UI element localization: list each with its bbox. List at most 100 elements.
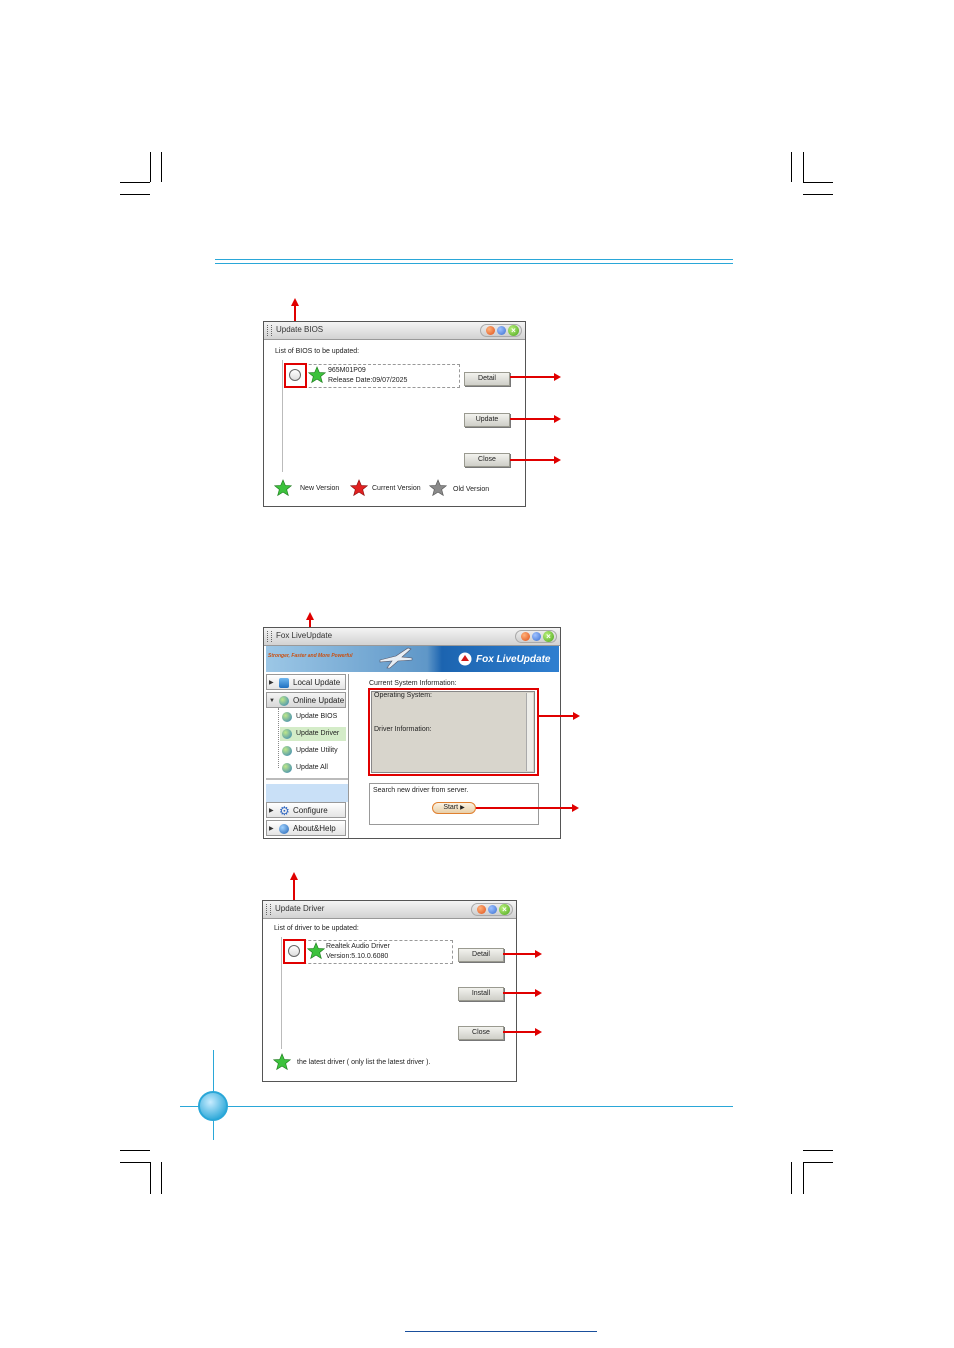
driver-close-annotation-arrow: [503, 1028, 542, 1036]
close-icon[interactable]: ×: [543, 631, 554, 642]
page-circle-icon: [198, 1091, 228, 1121]
start-button-label: Start: [443, 804, 459, 811]
bottom-rule: [405, 1331, 597, 1332]
sidebar-item-about-help[interactable]: ▶ About&Help: [266, 820, 346, 836]
close-icon[interactable]: ×: [508, 325, 519, 336]
legend-new-version: New Version: [300, 485, 340, 492]
minimize-icon[interactable]: [486, 326, 495, 335]
search-panel: Search new driver from server.: [369, 783, 539, 825]
driver-install-button[interactable]: Install: [458, 987, 504, 1001]
gear-icon: ⚙: [279, 804, 290, 818]
plane-icon: [379, 647, 413, 669]
banner-brand: Fox LiveUpdate: [476, 654, 551, 665]
driver-item-name: Realtek Audio Driver: [326, 943, 390, 950]
textarea-scrollbar[interactable]: [526, 693, 533, 771]
minimize-icon[interactable]: [477, 905, 486, 914]
current-version-star-icon: [350, 479, 368, 497]
new-version-legend-star-icon: [274, 479, 292, 497]
local-update-icon: [279, 678, 289, 688]
legend-latest-driver: the latest driver ( only list the latest…: [297, 1059, 431, 1066]
sidebar-subitem-update-driver[interactable]: Update Driver: [296, 730, 340, 737]
bios-tree-line: [282, 360, 283, 472]
maximize-icon[interactable]: [488, 905, 497, 914]
update-driver-icon: [282, 729, 292, 739]
bios-close-annotation-arrow: [510, 456, 561, 464]
driver-info-label: Driver Information:: [374, 726, 432, 733]
play-icon: ▶: [460, 805, 465, 811]
grip-icon: [267, 325, 272, 336]
bios-update-annotation-arrow: [510, 415, 561, 423]
expand-arrow-icon: ▶: [269, 826, 274, 832]
sidebar-subitem-highlight: [280, 727, 346, 741]
driver-detail-annotation-arrow: [503, 950, 542, 958]
bios-detail-button[interactable]: Detail: [464, 372, 510, 386]
system-info-label: Current System Information:: [369, 680, 457, 687]
liveupdate-window-title: Fox LiveUpdate: [276, 631, 333, 640]
sidebar-item-configure[interactable]: ▶ ⚙ Configure: [266, 802, 346, 818]
system-info-textarea[interactable]: Operating System: Driver Information:: [371, 691, 535, 773]
bios-close-button[interactable]: Close: [464, 453, 510, 467]
driver-install-annotation-arrow: [503, 989, 542, 997]
maximize-icon[interactable]: [532, 632, 541, 641]
update-driver-window: Update Driver × List of driver to be upd…: [262, 900, 517, 1082]
bios-list-label: List of BIOS to be updated:: [275, 348, 360, 355]
grip-icon: [267, 631, 272, 642]
system-info-annotation-arrow: [537, 712, 580, 720]
expand-arrow-icon: ▶: [269, 680, 274, 686]
driver-close-button[interactable]: Close: [458, 1026, 504, 1040]
bios-item-release: Release Date:09/07/2025: [328, 377, 408, 384]
sidebar: ▶ Local Update ▼ Online Update Update BI…: [266, 674, 349, 838]
help-icon: [279, 824, 289, 834]
driver-list-label: List of driver to be updated:: [274, 925, 359, 932]
update-utility-icon: [282, 746, 292, 756]
latest-driver-legend-star-icon: [273, 1053, 291, 1071]
sidebar-item-label: About&Help: [293, 824, 336, 833]
bios-window-title: Update BIOS: [276, 325, 324, 334]
driver-select-radio[interactable]: [288, 945, 300, 957]
driver-detail-button[interactable]: Detail: [458, 948, 504, 962]
bios-item-name: 965M01P09: [328, 367, 366, 374]
sidebar-item-label: Configure: [293, 806, 328, 815]
system-info-highlight: [368, 688, 539, 776]
maximize-icon[interactable]: [497, 326, 506, 335]
legend-old-version: Old Version: [453, 486, 490, 493]
old-version-star-icon: [429, 479, 447, 497]
update-bios-window: Update BIOS × List of BIOS to be updated…: [263, 321, 526, 507]
sidebar-subitem-update-bios[interactable]: Update BIOS: [296, 713, 338, 720]
update-bios-icon: [282, 712, 292, 722]
driver-titlebar: Update Driver ×: [263, 901, 516, 919]
search-label: Search new driver from server.: [373, 787, 469, 794]
fox-liveupdate-window: Fox LiveUpdate × Stronger, Faster and Mo…: [263, 627, 561, 839]
bios-radio-highlight: [284, 363, 307, 388]
sidebar-item-local-update[interactable]: ▶ Local Update: [266, 674, 346, 690]
bios-detail-annotation-arrow: [510, 373, 561, 381]
legend-current-version: Current Version: [372, 485, 421, 492]
sidebar-subitem-update-utility[interactable]: Update Utility: [296, 747, 338, 754]
bios-update-button[interactable]: Update: [464, 413, 510, 427]
online-update-globe-icon: [279, 696, 289, 706]
start-annotation-arrow: [476, 804, 579, 812]
driver-window-title: Update Driver: [275, 904, 325, 913]
bios-select-radio[interactable]: [289, 369, 301, 381]
sidebar-item-label: Local Update: [293, 678, 341, 687]
driver-item-version: Version:5.10.0.6080: [326, 953, 389, 960]
sidebar-item-online-update[interactable]: ▼ Online Update: [266, 692, 346, 708]
sidebar-subitem-update-all[interactable]: Update All: [296, 764, 328, 771]
sidebar-empty-area: [266, 784, 348, 802]
banner-slogan: Stronger, Faster and More Powerful: [268, 653, 353, 659]
sidebar-tree-line: [278, 708, 279, 768]
driver-radio-highlight: [283, 939, 306, 964]
new-version-star-icon: [308, 366, 326, 384]
collapse-arrow-icon: ▼: [269, 698, 275, 704]
sidebar-item-label: Online Update: [293, 696, 345, 705]
close-icon[interactable]: ×: [499, 904, 510, 915]
banner: Stronger, Faster and More Powerful Fox L…: [266, 646, 559, 672]
expand-arrow-icon: ▶: [269, 808, 274, 814]
start-button[interactable]: Start ▶: [432, 802, 476, 814]
grip-icon: [266, 904, 271, 915]
latest-driver-star-icon: [307, 942, 325, 960]
liveupdate-titlebar: Fox LiveUpdate ×: [264, 628, 560, 646]
update-all-icon: [282, 763, 292, 773]
minimize-icon[interactable]: [521, 632, 530, 641]
driver-tree-line: [281, 937, 282, 1049]
